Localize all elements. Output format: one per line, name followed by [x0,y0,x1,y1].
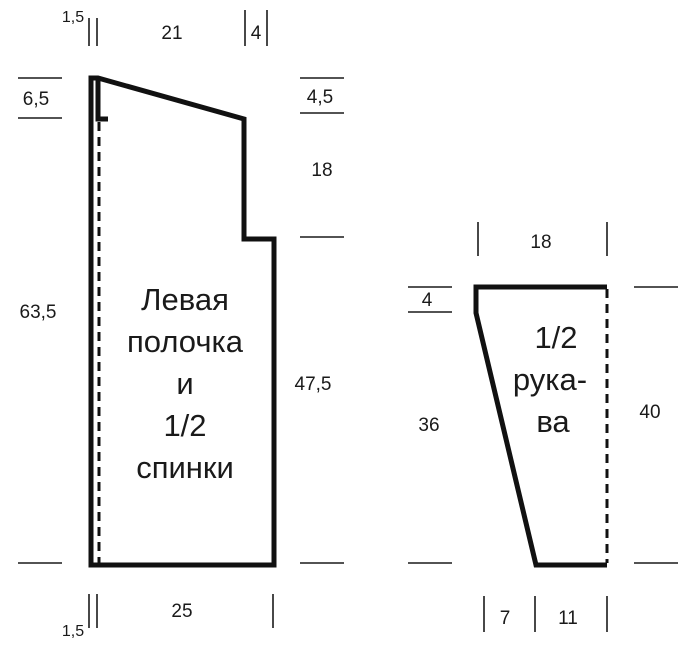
sleeve-label-line-1: 1/2 [534,320,577,355]
dim-top-band: 1,5 [62,9,84,26]
sleeve-outline [473,284,607,568]
front-label-line-5: спинки [136,450,234,485]
dim-side-length: 47,5 [295,374,332,395]
sleeve-piece: 1/2 рука- ва 18 4 36 40 7 11 [408,222,678,632]
front-label-line-1: Левая [141,282,229,317]
front-piece-outline [88,75,277,568]
dim-seam-length: 36 [418,415,439,436]
dim-armhole-depth: 18 [311,160,332,181]
dim-bottom-band: 1,5 [62,623,84,640]
sleeve-label-line-2: рука- [513,362,587,397]
dim-fold-length: 40 [639,402,660,423]
front-neck-notch [95,78,108,122]
dim-shoulder-drop: 4,5 [307,87,333,108]
dim-total-length: 63,5 [20,302,57,323]
front-piece: Левая полочка и 1/2 спинки 1,5 21 4 6,5 … [18,9,344,640]
dim-top-right: 4 [251,23,262,44]
sleeve-label-line-3: ва [536,404,570,439]
front-label-line-2: полочка [127,324,244,359]
dim-bottom-width: 25 [171,601,192,622]
front-label-line-4: 1/2 [163,408,206,443]
dim-sleeve-bottom-left: 7 [500,608,511,629]
dim-neck-drop: 6,5 [23,89,49,110]
dim-cap-drop: 4 [422,290,433,311]
dim-sleeve-bottom-right: 11 [558,608,578,629]
front-label-line-3: и [176,366,193,401]
dim-sleeve-top-width: 18 [530,232,551,253]
dim-top-width: 21 [161,23,182,44]
